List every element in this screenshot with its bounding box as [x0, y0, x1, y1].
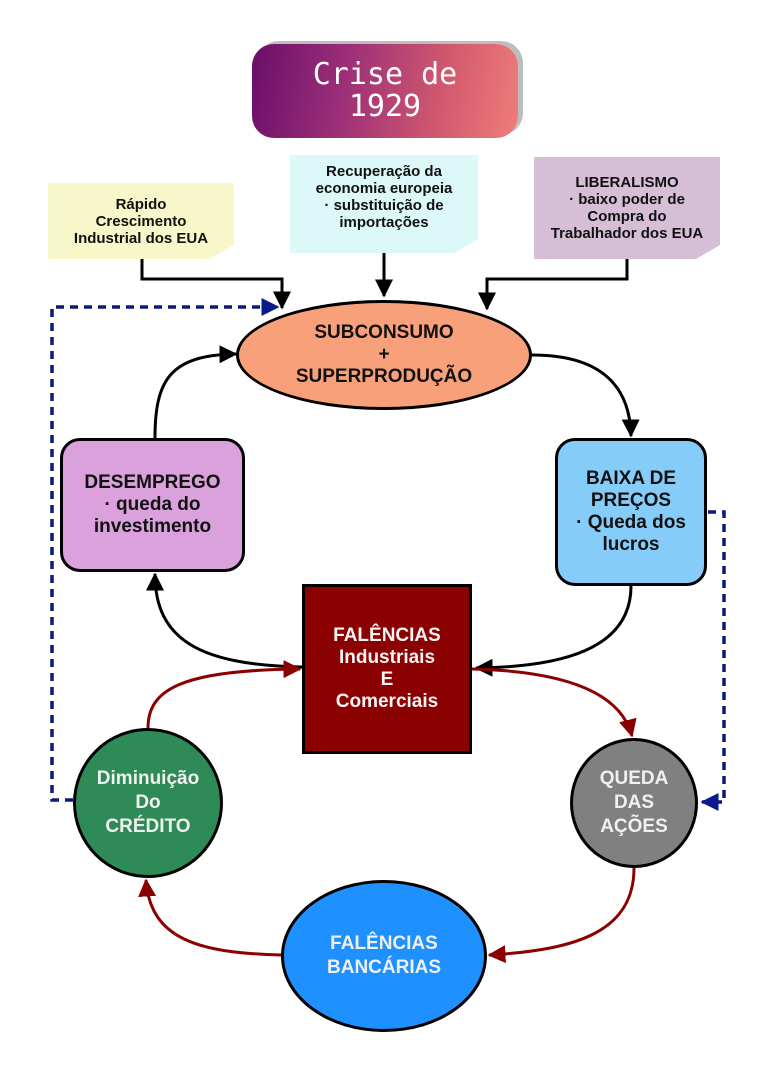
- cause-text: Rápido Crescimento Industrial dos EUA: [73, 195, 209, 247]
- edge-falencias-to-desemprego: [146, 572, 303, 669]
- node-falencias-industriais: FALÊNCIAS Industriais E Comerciais: [302, 584, 472, 754]
- edge-liberalismo-to-subconsumo: [478, 259, 629, 311]
- edge-baixa-to-falencias: [474, 585, 633, 677]
- node-text: QUEDA DAS AÇÕES: [599, 768, 669, 837]
- title-box: Crise de 1929: [252, 44, 518, 138]
- node-text: Diminuição Do CRÉDITO: [96, 768, 200, 837]
- node-desemprego: DESEMPREGO · queda do investimento: [60, 438, 245, 572]
- node-falencias-bancarias: FALÊNCIAS BANCÁRIAS: [281, 880, 487, 1032]
- edge-credito-to-subconsumo-dashed: [50, 298, 280, 802]
- node-text: FALÊNCIAS Industriais E Comerciais: [333, 625, 441, 712]
- page-fold-icon: [210, 245, 234, 259]
- cause-text: LIBERALISMO · baixo poder de Compra do T…: [550, 174, 704, 242]
- node-diminuicao-credito: Diminuição Do CRÉDITO: [73, 728, 223, 878]
- page-fold-icon: [696, 245, 720, 259]
- edge-falencias-to-acoes: [471, 667, 637, 738]
- node-text: BAIXA DE PREÇOS · Queda dos lucros: [576, 468, 686, 555]
- title-text: Crise de 1929: [312, 57, 458, 124]
- cause-note-recuperacao-europeia: Recuperação da economia europeia · subst…: [290, 155, 478, 253]
- edge-rapido-to-subconsumo: [140, 259, 291, 310]
- node-text: FALÊNCIAS BANCÁRIAS: [327, 933, 441, 978]
- edge-desemprego-to-subconsumo: [153, 345, 238, 439]
- cause-note-liberalismo: LIBERALISMO · baixo poder de Compra do T…: [534, 157, 720, 259]
- edge-subconsumo-to-baixa: [531, 353, 640, 438]
- page-fold-icon: [454, 239, 478, 253]
- cause-text: Recuperação da economia europeia · subst…: [315, 163, 453, 231]
- node-queda-acoes: QUEDA DAS AÇÕES: [570, 738, 698, 868]
- edge-credito-to-falencias: [146, 660, 302, 729]
- cause-note-rapido-crescimento: Rápido Crescimento Industrial dos EUA: [48, 183, 234, 259]
- node-text: DESEMPREGO · queda do investimento: [84, 472, 221, 537]
- node-baixa-precos: BAIXA DE PREÇOS · Queda dos lucros: [555, 438, 707, 586]
- edge-bancarias-to-credito: [138, 878, 282, 957]
- edge-acoes-to-bancarias: [487, 867, 636, 964]
- node-text: SUBCONSUMO + SUPERPRODUÇÃO: [295, 322, 473, 387]
- node-subconsumo: SUBCONSUMO + SUPERPRODUÇÃO: [236, 300, 532, 410]
- edge-baixa-to-acoes-dashed: [700, 510, 726, 811]
